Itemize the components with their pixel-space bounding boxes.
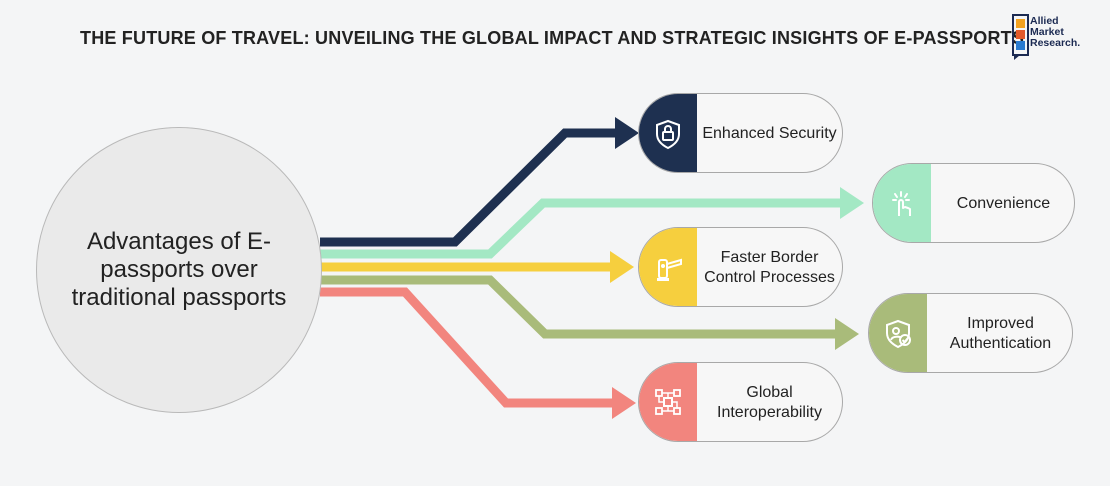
convenience-label: Convenience	[956, 195, 1051, 212]
interoperability-connector-line	[320, 287, 612, 408]
center-topic-label: Advantages of E-passports over tradition…	[71, 228, 287, 311]
verified-user-icon	[886, 319, 911, 349]
interoperability-arrowhead	[612, 387, 636, 419]
interoperability-icon-badge	[639, 363, 697, 441]
brand-logo: Allied Market Research.	[1012, 14, 1092, 60]
authentication-connector-line	[320, 275, 835, 339]
interoperability-label: Global Interoperability	[717, 384, 822, 421]
logo-mark-icon	[1012, 14, 1029, 60]
advantage-node-convenience: Convenience	[872, 163, 1075, 243]
network-chip-icon	[655, 389, 681, 415]
advantage-node-security: Enhanced Security	[638, 93, 843, 173]
border-gate-icon	[657, 258, 682, 281]
convenience-icon-badge	[873, 164, 931, 242]
shield-lock-icon	[656, 119, 680, 150]
security-arrowhead	[615, 117, 639, 149]
logo-line: Allied	[1030, 15, 1059, 27]
logo-text: Allied Market Research.	[1030, 16, 1080, 49]
page-title: THE FUTURE OF TRAVEL: UNVEILING THE GLOB…	[80, 28, 1025, 48]
convenience-arrowhead	[840, 187, 864, 219]
advantage-node-interoperability: Global Interoperability	[638, 362, 843, 442]
center-topic-circle: Advantages of E-passports over tradition…	[36, 127, 322, 413]
security-label: Enhanced Security	[702, 125, 837, 142]
advantage-node-border: Faster Border Control Processes	[638, 227, 843, 307]
logo-line: Market	[1030, 26, 1064, 38]
border-icon-badge	[639, 228, 697, 306]
convenience-connector-line	[320, 198, 840, 259]
advantage-node-authentication: Improved Authentication	[868, 293, 1073, 373]
security-icon-badge	[639, 94, 697, 172]
authentication-arrowhead	[835, 318, 859, 350]
border-arrowhead	[610, 251, 634, 283]
security-connector-line	[320, 128, 615, 247]
authentication-label: Improved Authentication	[949, 315, 1052, 352]
logo-line: Research.	[1030, 37, 1081, 49]
authentication-icon-badge	[869, 294, 927, 372]
tap-hand-icon	[892, 191, 911, 216]
border-label: Faster Border Control Processes	[704, 249, 835, 286]
